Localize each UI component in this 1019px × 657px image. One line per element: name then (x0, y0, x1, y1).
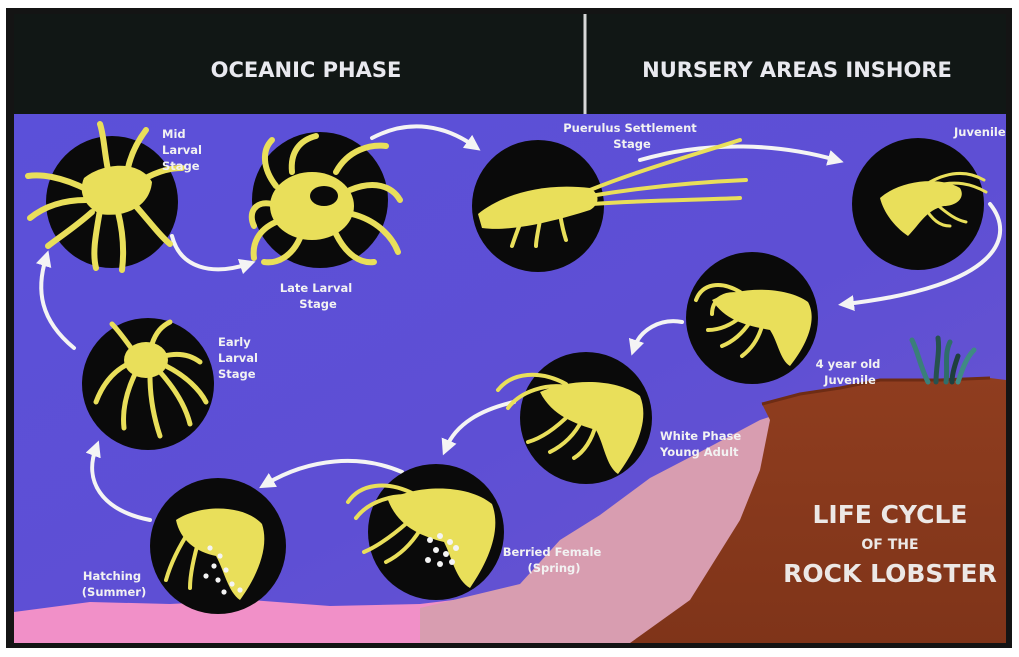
title-line-2: OF THE (861, 537, 918, 553)
title-line-3: ROCK LOBSTER (783, 559, 997, 588)
stage-four-year-juvenile (686, 252, 818, 384)
stage-early-larval (82, 318, 214, 450)
title-line-1: LIFE CYCLE (812, 500, 967, 529)
stage-hatching (150, 478, 286, 614)
label-juvenile: Juvenile (953, 125, 1006, 139)
header-oceanic-phase: OCEANIC PHASE (211, 58, 402, 82)
header-nursery-areas: NURSERY AREAS INSHORE (642, 58, 952, 82)
